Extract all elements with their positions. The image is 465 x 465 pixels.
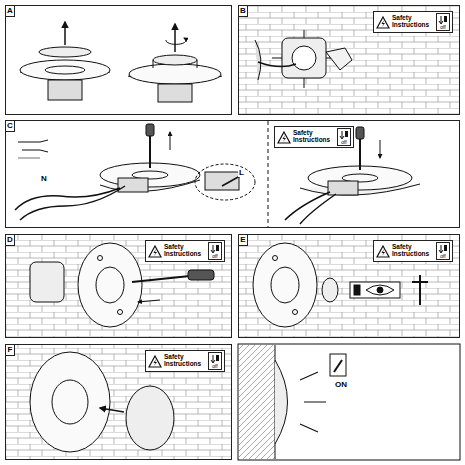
warning-icon (277, 131, 291, 144)
lamp-unscrew (128, 24, 222, 102)
safety-box: Safety Instructionsoff (145, 350, 225, 372)
wire-label: L (238, 168, 245, 177)
lamp-on (275, 354, 346, 444)
junction-box (255, 30, 352, 88)
switch-symbol: off (436, 13, 450, 31)
safety-heading: Safety Instructions (164, 354, 206, 368)
switch-state: off (437, 24, 449, 30)
wiring-left (15, 124, 255, 220)
step-panel: F Safety Instructionsoff (5, 344, 232, 460)
switch-state: off (209, 363, 221, 369)
warning-icon (376, 245, 390, 258)
switch-state: off (437, 253, 449, 259)
step-letter: A (5, 5, 15, 17)
safety-heading: Safety Instructions (392, 244, 434, 258)
switch-symbol: off (208, 242, 222, 260)
step-letter: C (5, 120, 15, 132)
mounting-plate (30, 243, 214, 327)
switch-state: off (209, 253, 221, 259)
safety-heading: Safety Instructions (293, 130, 335, 144)
step-letter: F (5, 344, 15, 356)
switch-symbol: off (208, 352, 222, 370)
step-panel: A (5, 5, 232, 115)
switch-symbol: off (436, 242, 450, 260)
step-letter: B (238, 5, 248, 17)
safety-heading: Safety Instructions (392, 15, 434, 29)
switch-state: off (338, 139, 350, 145)
safety-box: Safety Instructionsoff (373, 11, 453, 33)
step-panel: C Safety Instructionsoff (5, 120, 460, 228)
switch-label: ON (334, 380, 348, 389)
switch-symbol: off (337, 128, 351, 146)
warning-icon (148, 245, 162, 258)
step-letter: E (238, 234, 248, 246)
lamp-cover (30, 352, 174, 452)
step-letter: D (5, 234, 15, 246)
safety-box: Safety Instructionsoff (274, 126, 354, 148)
safety-heading: Safety Instructions (164, 244, 206, 258)
wire-label: N (40, 174, 48, 183)
warning-icon (148, 355, 162, 368)
warning-icon (376, 16, 390, 29)
safety-box: Safety Instructionsoff (145, 240, 225, 262)
step-panel: B Safety Instructionsoff (238, 5, 460, 115)
safety-box: Safety Instructionsoff (373, 240, 453, 262)
step-panel: E Safety Instructionsoff (238, 234, 460, 338)
lamp-top-removal (20, 22, 110, 100)
step-panel: D Safety Instructionsoff (5, 234, 232, 338)
